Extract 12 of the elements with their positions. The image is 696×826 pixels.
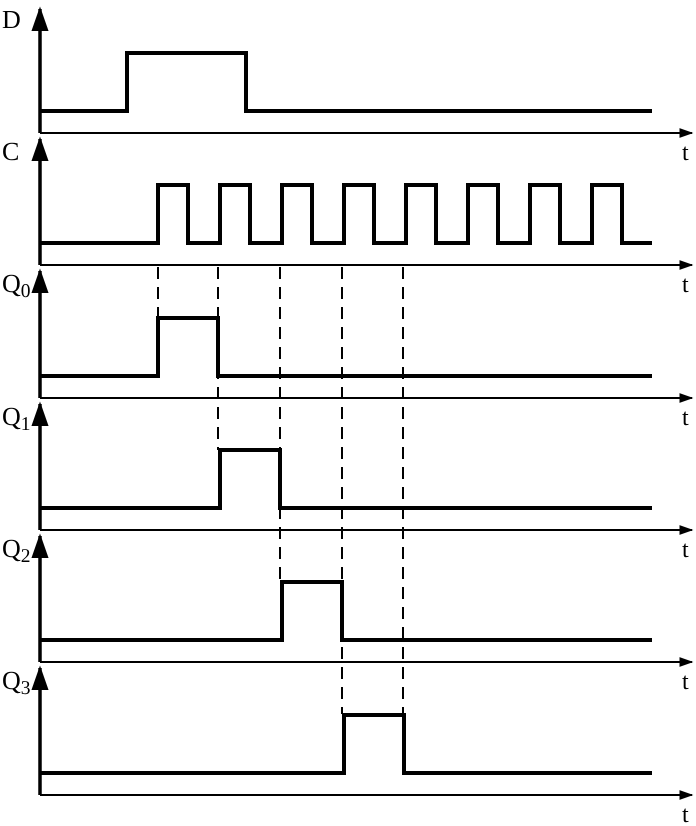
signal-name: C xyxy=(2,139,20,165)
signal-name: D xyxy=(2,7,21,33)
signal-name: Q$_{0}$ xyxy=(2,271,31,297)
signal-name: Q$_{1}$ xyxy=(2,404,31,430)
axis-label: t xyxy=(682,273,689,297)
axis-label: t xyxy=(682,141,689,165)
signal-name: Q$_{2}$ xyxy=(2,536,31,562)
signal-name: Q$_{3}$ xyxy=(2,668,31,694)
axis-label: t xyxy=(682,670,689,694)
axis-label: t xyxy=(682,406,689,430)
axis-label: t xyxy=(682,538,689,562)
axis-label: t xyxy=(682,803,689,826)
